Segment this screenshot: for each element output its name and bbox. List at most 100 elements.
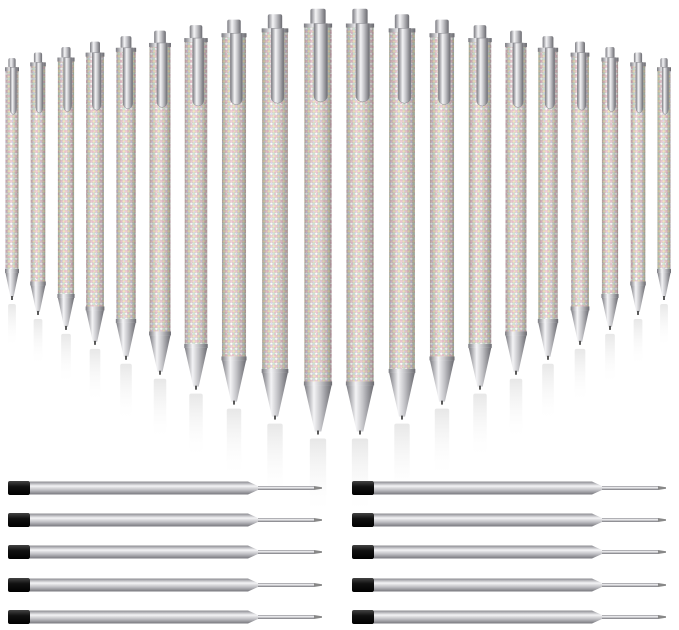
refill-tip-shaft [602, 583, 658, 587]
refill-ballpoint [314, 486, 322, 490]
pen-clip [156, 42, 168, 108]
pen [149, 30, 171, 441]
pen [115, 36, 137, 423]
pen-tip-cone [30, 285, 46, 312]
pen-click-button [33, 52, 43, 64]
refill-tube [30, 578, 248, 592]
pen-body-shading [538, 47, 558, 321]
pen-tip-cone [429, 360, 455, 402]
pen-bottom-collar [468, 343, 492, 348]
refill-tube [374, 610, 592, 624]
pen-click-button [473, 25, 487, 40]
pen-ballpoint [159, 370, 161, 375]
pen-clip [9, 67, 17, 115]
pen-click-button [394, 14, 410, 30]
pen-reflection [394, 423, 410, 497]
refill-taper [592, 578, 602, 592]
pen-refill [352, 610, 666, 624]
pen [5, 58, 19, 348]
pen-body-shading [468, 38, 492, 346]
pen-bottom-collar [537, 318, 559, 323]
pen-body-shading [601, 57, 619, 296]
refill-taper [248, 610, 258, 624]
pen-reflection [473, 393, 487, 460]
pen-clip [635, 62, 644, 114]
refill-ballpoint [658, 486, 666, 490]
pen-body-shading [57, 57, 75, 296]
pen-ballpoint [609, 325, 611, 330]
pen-tip-cone [601, 297, 619, 327]
pen-bottom-collar [570, 306, 590, 311]
pen [630, 52, 646, 367]
pen-click-button [189, 25, 203, 40]
pen-tip-cone [505, 335, 527, 372]
pen [468, 25, 492, 460]
pen-click-button [154, 30, 166, 44]
pen-body-shading [30, 62, 46, 284]
pen-ballpoint [65, 325, 67, 330]
pen-bottom-collar [657, 268, 671, 273]
pen-reflection [605, 333, 615, 385]
pen-clip [92, 52, 102, 111]
pen-click-button [542, 36, 554, 49]
pen-clip [577, 52, 587, 111]
pen [570, 41, 590, 404]
pen-click-button [660, 58, 668, 69]
refill-tube [374, 481, 592, 495]
pen-ballpoint [359, 430, 361, 435]
pen-refill [8, 513, 322, 527]
pen-tip-cone [538, 322, 558, 357]
refill-end-cap [8, 578, 30, 592]
pen-clip [544, 47, 556, 110]
pen-bottom-collar [505, 331, 527, 336]
pen-refill [8, 481, 322, 495]
pen-body-shading [630, 62, 646, 284]
pen-tip-cone [57, 297, 75, 327]
refill-tip-shaft [258, 615, 314, 619]
pen-click-button [227, 19, 241, 35]
pen-bottom-collar [345, 381, 375, 386]
pen-tip-cone [86, 310, 104, 342]
pen [601, 47, 619, 385]
pen-reflection [633, 318, 643, 367]
refill-taper [592, 481, 602, 495]
refill-tip-shaft [258, 486, 314, 490]
pen-click-button [510, 30, 522, 44]
pen-bottom-collar [149, 331, 171, 336]
pen [221, 19, 247, 478]
refill-ballpoint [314, 518, 322, 522]
pen-body-shading [149, 42, 171, 334]
pen-click-button [633, 52, 643, 64]
pen-ballpoint [37, 310, 39, 315]
pen [30, 52, 46, 367]
pen-clip [355, 23, 370, 103]
pen-click-button [8, 58, 16, 69]
pen-clip [270, 28, 285, 104]
refill-ballpoint [314, 550, 322, 554]
pen-clip [122, 47, 134, 110]
pen-tip-cone [571, 310, 589, 342]
pen-ballpoint [317, 430, 319, 435]
refill-tube [374, 545, 592, 559]
pen-clip [63, 57, 72, 112]
pen-tip-cone [346, 385, 374, 432]
pen-tip-cone [304, 385, 332, 432]
pen-clip [313, 23, 328, 103]
pen-body-shading [657, 67, 671, 271]
refill-tube [374, 578, 592, 592]
pen-bottom-collar [184, 343, 208, 348]
refill-taper [592, 513, 602, 527]
pen-group [5, 8, 671, 516]
pen-reflection [226, 408, 242, 478]
refill-end-cap [352, 481, 374, 495]
pen-click-button [267, 14, 283, 30]
pen [57, 47, 75, 385]
pen [261, 14, 289, 497]
pen-clip [661, 67, 669, 115]
pen-reflection [574, 348, 586, 404]
pen-bottom-collar [30, 281, 46, 286]
pen-clip [397, 28, 412, 104]
pen-ballpoint [547, 355, 549, 360]
pen-bottom-collar [85, 306, 105, 311]
pen-bottom-collar [630, 281, 646, 286]
